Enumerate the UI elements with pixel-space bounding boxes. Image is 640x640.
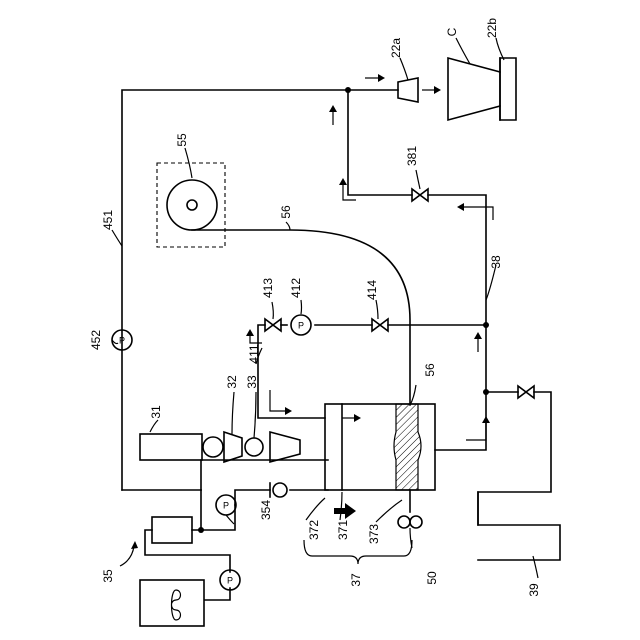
label-38: 38	[489, 255, 503, 269]
valve-tank-39	[518, 386, 534, 398]
pump-412-symbol: P	[298, 321, 304, 331]
generator-22b	[500, 58, 516, 120]
label-372: 372	[307, 520, 321, 540]
compressor-22a	[398, 78, 418, 102]
roll-55	[157, 163, 225, 247]
rollers-50	[398, 516, 422, 528]
label-354: 354	[259, 500, 273, 520]
label-c: C	[445, 27, 459, 36]
tank-39	[478, 492, 560, 560]
label-37: 37	[349, 573, 363, 587]
compressor-32	[224, 432, 242, 462]
pipeline-38	[348, 90, 489, 450]
valve-413	[265, 319, 281, 331]
label-31: 31	[149, 405, 163, 419]
heater-35	[140, 580, 204, 626]
label-22a: 22a	[389, 38, 403, 58]
pump-412: P	[291, 315, 311, 335]
check-valve	[270, 483, 287, 497]
unit-31	[140, 434, 223, 460]
label-411: 411	[247, 344, 261, 363]
label-56-bottom: 56	[423, 363, 437, 377]
label-412: 412	[289, 278, 303, 298]
motor-33	[245, 432, 300, 462]
filter-35	[152, 517, 192, 543]
label-35: 35	[101, 569, 115, 583]
pipeline-451	[122, 87, 398, 490]
pump-354-symbol: P	[223, 501, 229, 511]
pump-354: P	[216, 495, 236, 515]
reference-labels: 22a C 22b 55 56 381 38 451 452 413 412 4…	[89, 18, 541, 597]
label-371: 371	[336, 520, 350, 540]
bracket-37	[304, 540, 412, 564]
label-33: 33	[245, 375, 259, 389]
label-50: 50	[425, 571, 439, 585]
label-451: 451	[101, 210, 115, 230]
arrow-35	[120, 541, 138, 566]
label-55: 55	[175, 133, 189, 147]
branch-to-tank-39	[478, 392, 551, 525]
label-373: 373	[367, 524, 381, 544]
label-32: 32	[225, 375, 239, 389]
pipeline-to-pumps	[122, 460, 328, 533]
turbine-c	[448, 58, 500, 120]
leader-lines	[112, 38, 538, 578]
label-22b: 22b	[485, 18, 499, 38]
label-381: 381	[405, 146, 419, 166]
pump-35-symbol: P	[227, 576, 233, 586]
label-39: 39	[527, 583, 541, 597]
label-414: 414	[365, 280, 379, 300]
valve-381	[412, 189, 428, 201]
label-56-top: 56	[279, 205, 293, 219]
pump-452-symbol: P	[119, 336, 125, 346]
valve-414	[372, 319, 388, 331]
label-452: 452	[89, 330, 103, 350]
pump-35: P	[220, 570, 240, 590]
pipeline-35	[145, 530, 230, 600]
label-413: 413	[261, 278, 275, 298]
